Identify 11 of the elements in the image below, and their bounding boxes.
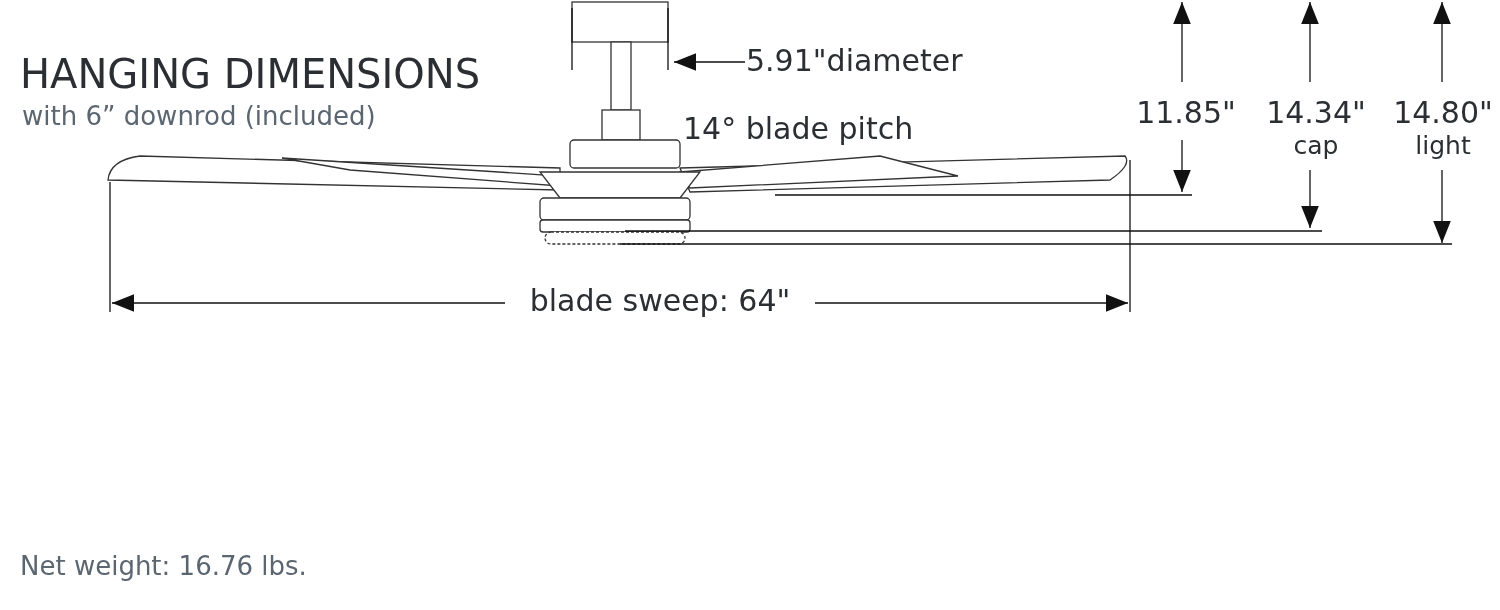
dimension-sublabel: light (1415, 132, 1471, 160)
weight-note: Net weight: 16.76 lbs. (20, 552, 307, 581)
heading: HANGING DIMENSIONS (20, 52, 481, 96)
dimension-label: 14.34" (1266, 96, 1366, 129)
dimension-label: blade sweep: 64" (529, 284, 791, 317)
dimension-sublabel: cap (1293, 132, 1339, 160)
dimension-label: 14.80" (1393, 96, 1493, 129)
dimension-label: 11.85" (1136, 96, 1236, 129)
dimension-label: 14° blade pitch (683, 112, 914, 145)
dimension-label: 5.91"diameter (746, 44, 963, 77)
subtitle: with 6” downrod (included) (22, 102, 376, 131)
